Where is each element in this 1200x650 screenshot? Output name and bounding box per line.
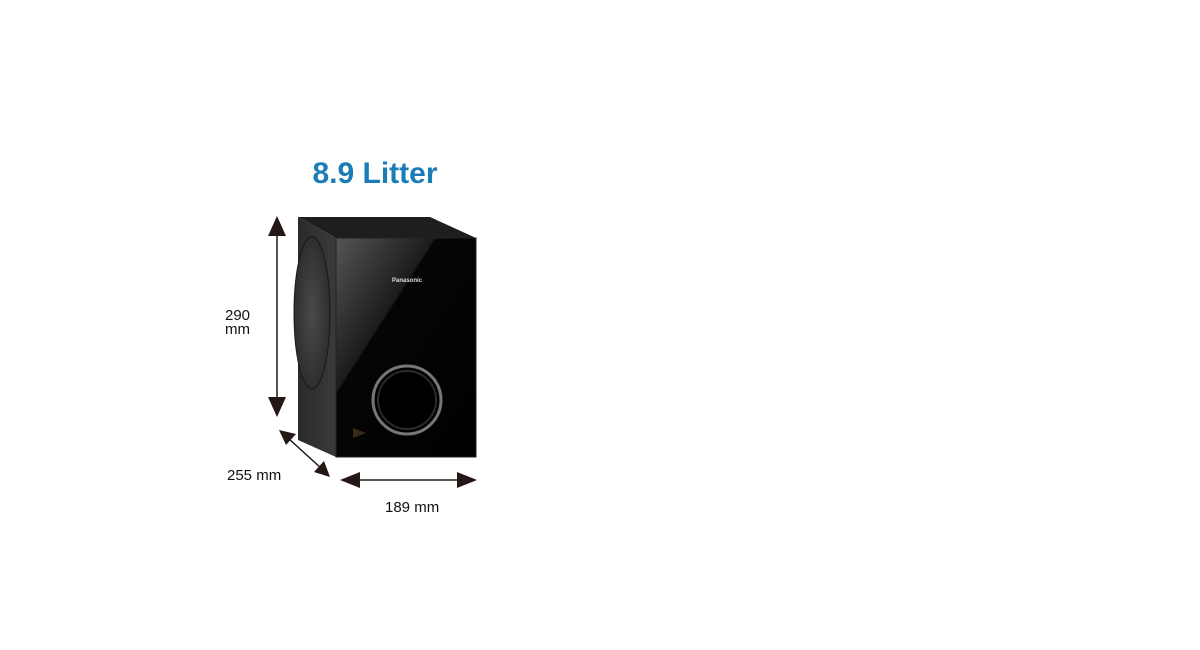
height-label: 290 mm (225, 307, 251, 338)
indicator-triangle (353, 428, 366, 438)
port-ring (371, 364, 443, 436)
side-woofer-disc (293, 236, 331, 390)
width-label: 189 mm (385, 499, 440, 516)
height-unit: mm (225, 321, 250, 338)
dimension-arrows (268, 216, 477, 488)
brand-logo: Panasonic (392, 278, 423, 284)
volume-title: 8.9 Litter (312, 157, 438, 190)
depth-label: 255 mm (227, 467, 282, 484)
depth-arrow (287, 437, 323, 470)
height-value: 290 (225, 307, 251, 324)
cabinet: Panasonic (293, 217, 477, 458)
